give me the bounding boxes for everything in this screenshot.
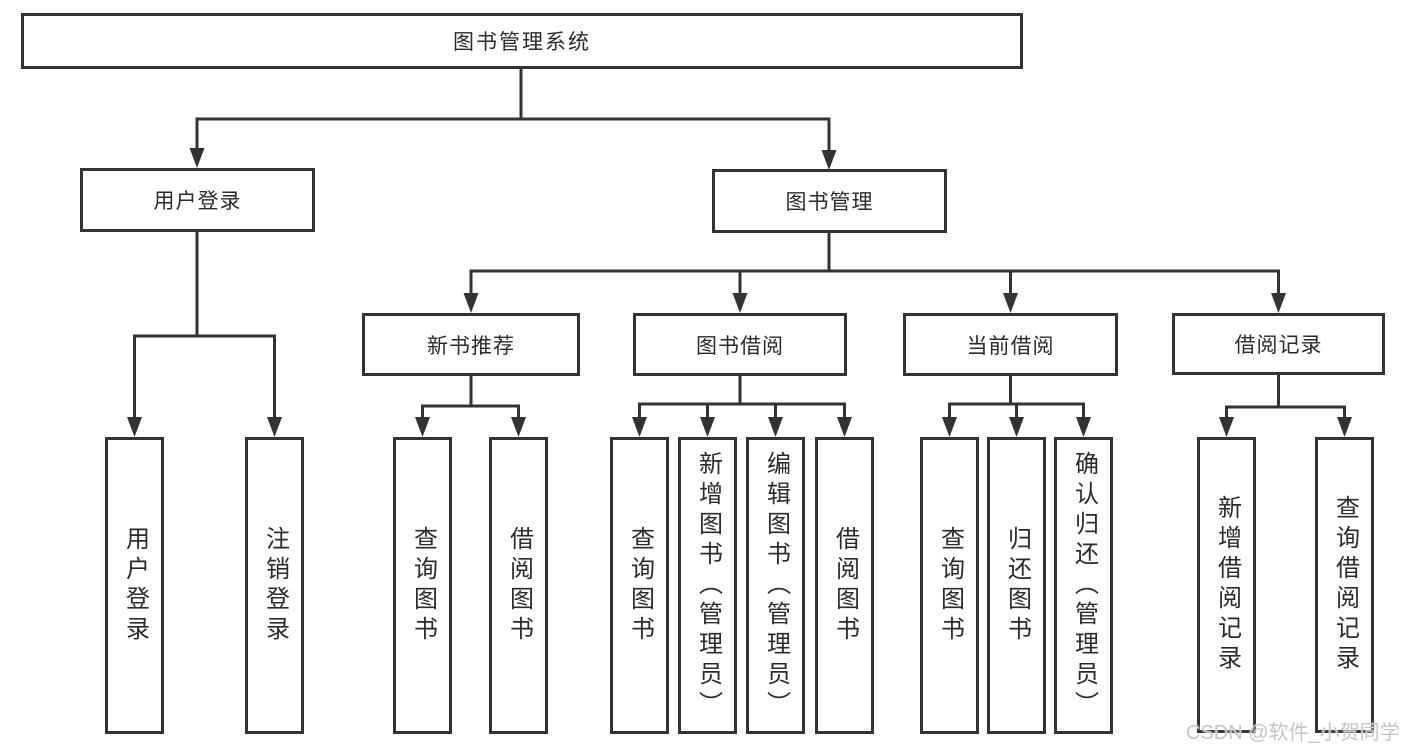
node-query-books-current-label: 查询图书: [936, 525, 964, 646]
node-user-login: 用户登录: [80, 168, 315, 232]
node-user-login-label: 用户登录: [153, 190, 242, 213]
node-library-system: 图书管理系统: [21, 13, 1023, 69]
node-add-books-admin-label: 新增图书（管理员）: [694, 450, 722, 721]
node-borrow-books-recommend-label: 借阅图书: [505, 525, 533, 646]
node-library-system-label: 图书管理系统: [453, 31, 591, 54]
node-new-book-recommend-label: 新书推荐: [427, 334, 515, 358]
node-query-books-recommend: 查询图书: [393, 437, 452, 734]
edge-new-book-recommend: [421, 375, 520, 420]
node-new-book-recommend: 新书推荐: [362, 313, 580, 376]
node-query-books-recommend-label: 查询图书: [409, 525, 437, 646]
node-logout-leaf-label: 注销登录: [261, 525, 289, 646]
node-edit-books-admin-label: 编辑图书（管理员）: [762, 450, 790, 721]
node-confirm-return-admin: 确认归还（管理员）: [1054, 437, 1113, 734]
node-add-borrow-record: 新增借阅记录: [1197, 437, 1256, 733]
node-query-books-current: 查询图书: [920, 437, 979, 734]
edge-book-borrowing: [638, 375, 846, 420]
node-user-login-leaf-label: 用户登录: [121, 525, 149, 646]
node-edit-books-admin: 编辑图书（管理员）: [746, 437, 805, 734]
node-current-borrowing: 当前借阅: [903, 313, 1118, 376]
node-book-borrowing: 图书借阅: [633, 313, 847, 376]
edge-book-management: [469, 232, 1280, 295]
node-add-borrow-record-label: 新增借阅记录: [1213, 495, 1241, 675]
edge-root: [195, 67, 831, 153]
node-confirm-return-admin-label: 确认归还（管理员）: [1070, 450, 1098, 721]
node-borrow-books: 借阅图书: [815, 437, 874, 734]
node-book-management-label: 图书管理: [785, 191, 874, 214]
node-query-books-borrowing-label: 查询图书: [626, 525, 654, 646]
node-borrow-records: 借阅记录: [1172, 313, 1385, 375]
node-borrow-books-recommend: 借阅图书: [489, 437, 548, 734]
node-borrow-books-label: 借阅图书: [831, 525, 859, 646]
node-query-borrow-record: 查询借阅记录: [1315, 437, 1374, 733]
edge-borrow-records: [1225, 374, 1346, 420]
node-user-login-leaf: 用户登录: [105, 437, 164, 734]
node-current-borrowing-label: 当前借阅: [966, 334, 1055, 358]
edge-user-login: [133, 231, 276, 420]
node-book-borrowing-label: 图书借阅: [696, 334, 784, 358]
edge-current-borrowing: [948, 375, 1085, 420]
node-return-books-label: 归还图书: [1003, 525, 1031, 646]
node-add-books-admin: 新增图书（管理员）: [678, 437, 737, 734]
node-query-books-borrowing: 查询图书: [610, 437, 669, 734]
node-logout-leaf: 注销登录: [245, 437, 304, 734]
node-return-books: 归还图书: [987, 437, 1046, 734]
watermark: CSDN @软件_小贺同学: [1186, 722, 1400, 744]
node-borrow-records-label: 借阅记录: [1234, 334, 1323, 357]
node-query-borrow-record-label: 查询借阅记录: [1331, 495, 1359, 675]
node-book-management: 图书管理: [712, 169, 947, 233]
